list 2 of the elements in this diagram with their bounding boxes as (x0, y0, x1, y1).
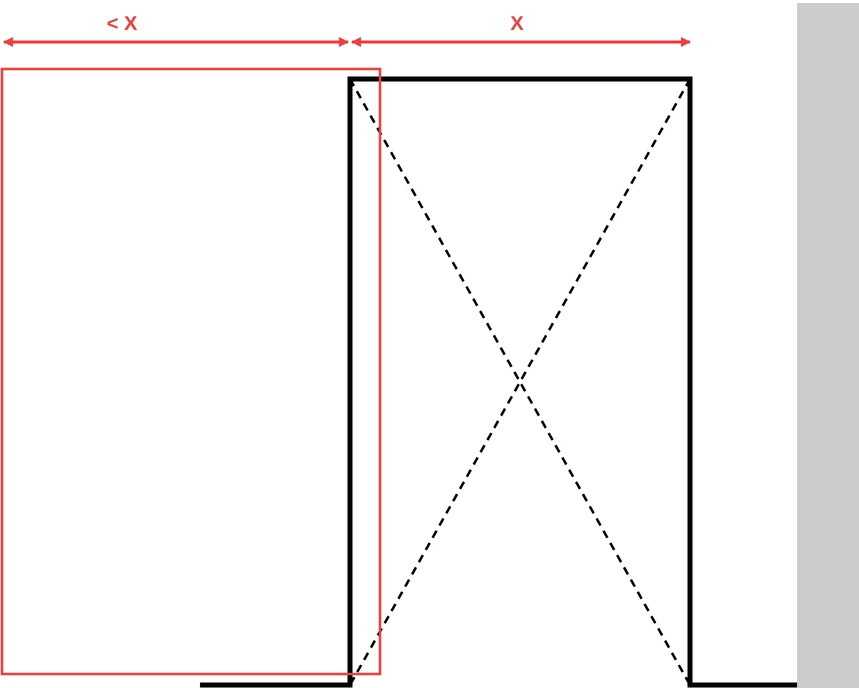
dimension-label: X (510, 13, 524, 35)
dimension-label: < X (106, 13, 138, 35)
